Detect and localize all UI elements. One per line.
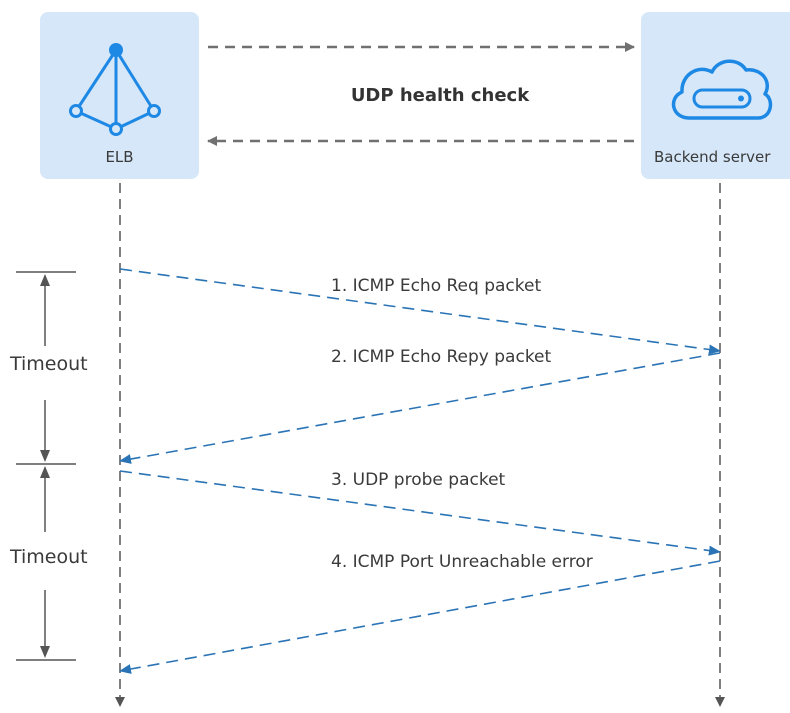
timeout-bracket-1 (16, 271, 76, 465)
message-arrow-1 (119, 268, 721, 355)
load-balancer-icon (69, 43, 161, 136)
message-label-3: 3. UDP probe packet (331, 470, 506, 490)
timeout-bracket-2 (16, 466, 76, 661)
elb-label: ELB (105, 148, 134, 166)
diagram-title: UDP health check (350, 85, 530, 106)
cloud-server-icon (671, 59, 773, 120)
message-arrow-2 (119, 352, 721, 464)
elb-node (40, 12, 199, 179)
backend-server-node (641, 12, 790, 179)
message-label-2: 2. ICMP Echo Repy packet (331, 347, 552, 367)
message-arrow-4 (119, 560, 721, 674)
message-arrow-3 (119, 470, 721, 556)
message-label-4: 4. ICMP Port Unreachable error (331, 552, 593, 572)
timeout-label-2: Timeout (10, 546, 88, 568)
message-label-1: 1. ICMP Echo Req packet (331, 276, 542, 296)
backend-server-label: Backend server (654, 148, 771, 166)
timeout-label-1: Timeout (10, 353, 88, 375)
